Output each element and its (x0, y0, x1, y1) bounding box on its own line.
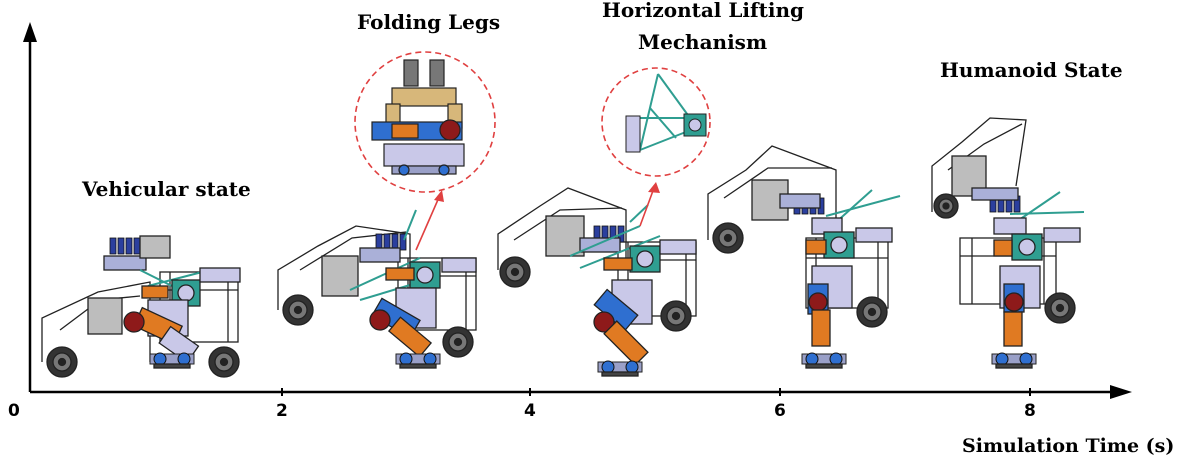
x-axis (30, 385, 1132, 399)
robot-transition (707, 145, 901, 369)
label-humanoid-state: Humanoid State (940, 58, 1123, 82)
robot-humanoid-state (931, 117, 1085, 369)
x-axis-arrow-icon (1110, 385, 1132, 399)
y-axis-arrow-icon (23, 22, 37, 42)
label-horizontal-lifting: Horizontal Lifting (602, 0, 804, 22)
label-folding-legs: Folding Legs (357, 10, 500, 34)
y-axis (23, 22, 37, 392)
tick-4: 4 (524, 401, 536, 421)
tick-2: 2 (276, 401, 288, 421)
tick-8: 8 (1024, 401, 1036, 421)
robot-vehicular-state (41, 235, 241, 378)
robot-folding-legs (277, 209, 477, 369)
callout-horizontal-lifting (601, 67, 711, 227)
tick-0: 0 (8, 401, 20, 421)
label-mechanism: Mechanism (638, 30, 767, 54)
x-axis-title: Simulation Time (s) (962, 435, 1174, 457)
tick-6: 6 (774, 401, 786, 421)
robot-horizontal-lifting (497, 187, 697, 377)
label-vehicular-state: Vehicular state (81, 177, 251, 201)
callout-folding-legs (354, 51, 496, 251)
